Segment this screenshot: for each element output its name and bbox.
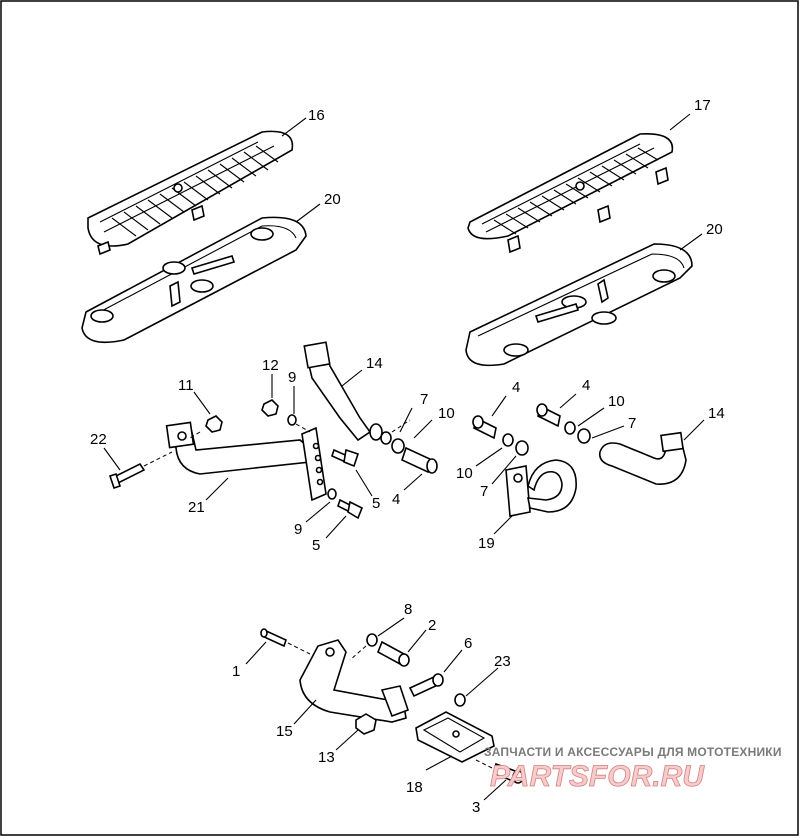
- bolt-3: [475, 759, 524, 784]
- footboard-left: [81, 216, 307, 344]
- callout-3: 3: [472, 799, 480, 816]
- callout-17: 17: [694, 97, 711, 114]
- pedal-pad-18: [415, 711, 495, 763]
- bolt-5a: [331, 448, 360, 468]
- washer-7a: [391, 438, 405, 454]
- callout-14-left: 14: [366, 355, 383, 372]
- footboard-support-14b: [598, 431, 687, 485]
- callout-10-right-a: 10: [456, 465, 473, 482]
- bolt-4b: [472, 415, 497, 440]
- footboard-support-14a: [303, 341, 383, 442]
- callout-7-right-b: 7: [628, 415, 636, 432]
- leader-lines: [103, 113, 705, 801]
- pin-1: [260, 628, 311, 655]
- washer-10c: [564, 421, 576, 435]
- callout-19: 19: [478, 535, 495, 552]
- footboard-right: [465, 243, 693, 367]
- nut-11: [205, 415, 223, 433]
- callout-5-lower: 5: [312, 537, 320, 554]
- callout-14-right: 14: [708, 405, 725, 422]
- callout-12: 12: [262, 357, 279, 374]
- watermark-logo: PARTSFOR.RU: [490, 760, 705, 793]
- callout-6: 6: [464, 635, 472, 652]
- bolt-5b: [337, 498, 364, 520]
- callout-7-right-a: 7: [480, 483, 488, 500]
- callout-5-upper: 5: [372, 495, 380, 512]
- bracket-21: [165, 421, 327, 502]
- washer-9b: [327, 488, 337, 500]
- washer-10b: [502, 433, 514, 447]
- callout-9-bottom: 9: [294, 521, 302, 538]
- callout-18: 18: [406, 779, 423, 796]
- watermark: ЗАПЧАСТИ И АКСЕССУАРЫ ДЛЯ МОТОТЕХНИКИ PA…: [484, 745, 782, 793]
- brake-pedal-15: [299, 639, 410, 723]
- callout-4-right-b: 4: [582, 377, 590, 394]
- footboard-pad-right: [467, 133, 674, 254]
- bolt-4a: [401, 446, 438, 474]
- callout-13: 13: [318, 749, 335, 766]
- bolt-6: [408, 673, 444, 698]
- callout-23: 23: [494, 653, 511, 670]
- callout-20-left: 20: [324, 191, 341, 208]
- callout-9-top: 9: [288, 369, 296, 386]
- pin-22: [108, 451, 173, 490]
- callout-20-right: 20: [706, 221, 723, 238]
- callout-1: 1: [232, 663, 240, 680]
- washer-23: [454, 693, 466, 707]
- nut-13: [355, 713, 377, 735]
- callout-22: 22: [90, 431, 107, 448]
- callout-15: 15: [276, 723, 293, 740]
- bolt-4c: [536, 403, 561, 428]
- callout-4-left: 4: [392, 491, 400, 508]
- callout-10-left: 10: [438, 405, 455, 422]
- callout-16: 16: [308, 107, 325, 124]
- callout-21: 21: [188, 499, 205, 516]
- callout-8: 8: [404, 601, 412, 618]
- callout-11: 11: [178, 377, 194, 394]
- footboard-pad-left: [87, 130, 294, 256]
- watermark-tagline: ЗАПЧАСТИ И АКСЕССУАРЫ ДЛЯ МОТОТЕХНИКИ: [484, 745, 782, 759]
- callout-2: 2: [428, 617, 436, 634]
- washer-9a: [287, 414, 297, 426]
- callout-7-left: 7: [420, 391, 428, 408]
- callout-10-right-b: 10: [608, 393, 625, 410]
- washer-8: [366, 633, 378, 647]
- callout-labels: 16 20 17 20 12 9 14 11 7 10 22 21 5 4 9 …: [90, 97, 725, 816]
- washer-7b: [515, 440, 529, 456]
- bracket-19: [505, 459, 577, 517]
- nut-12: [261, 399, 279, 417]
- washer-10a: [380, 431, 392, 445]
- callout-4-right-a: 4: [512, 379, 520, 396]
- washer-7c: [577, 428, 591, 444]
- bolt-2: [376, 640, 410, 667]
